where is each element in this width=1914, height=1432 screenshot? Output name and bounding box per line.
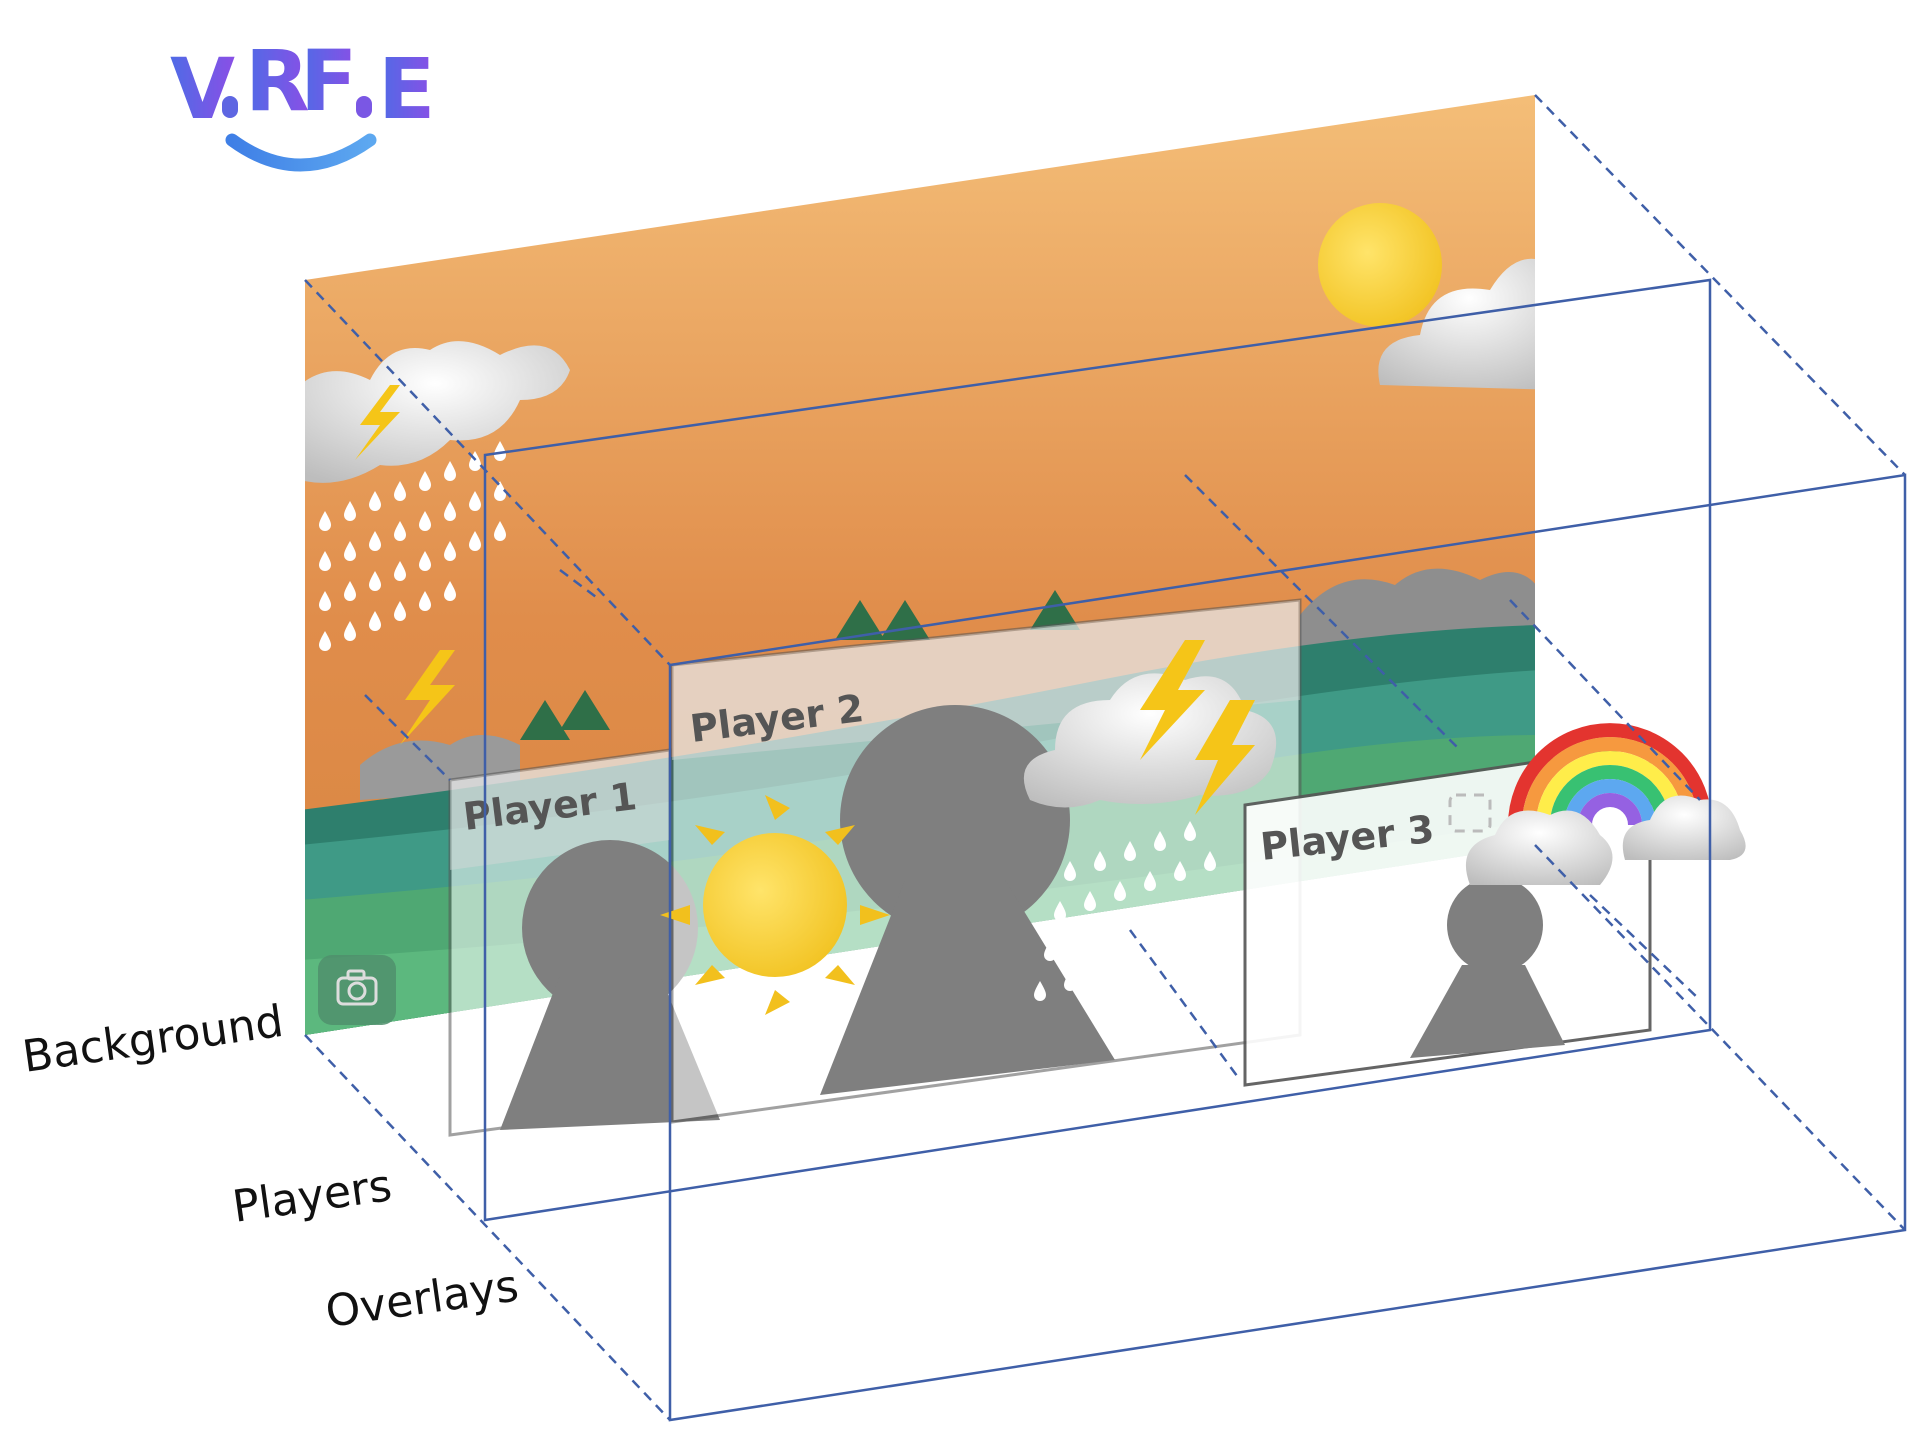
player-silhouette bbox=[1447, 877, 1543, 973]
background-label: Background bbox=[19, 996, 286, 1083]
overlays-layer bbox=[660, 640, 1746, 1015]
logo-i2 bbox=[356, 96, 372, 118]
logo-text: V bbox=[170, 40, 235, 138]
layer-wireframe bbox=[304, 94, 1907, 1422]
players-layer: Player 1 Player 2 Player 3 bbox=[448, 598, 1652, 1137]
lightning-icon bbox=[1140, 640, 1205, 760]
player-1-frame: Player 1 bbox=[448, 748, 720, 1137]
logo-r: R bbox=[245, 32, 310, 130]
player-silhouette-body bbox=[820, 880, 1115, 1095]
bg-storm-cloud-icon bbox=[305, 341, 570, 483]
players-label: Players bbox=[229, 1160, 394, 1233]
player-silhouette-body bbox=[1410, 965, 1565, 1058]
bg-lightning-icon-2 bbox=[400, 650, 455, 745]
storm-cloud-icon bbox=[1023, 640, 1277, 1001]
logo-i1 bbox=[222, 96, 238, 118]
bg-sun-icon bbox=[1318, 203, 1442, 327]
bg-lightning-icon bbox=[355, 385, 400, 460]
player-silhouette bbox=[522, 840, 698, 1016]
layer-labels: Background Players Overlays bbox=[19, 996, 521, 1338]
player-silhouette-body bbox=[500, 975, 720, 1130]
logo-f: F bbox=[300, 32, 357, 130]
lightning-icon bbox=[1195, 700, 1255, 815]
logo-e: E bbox=[378, 40, 435, 138]
camera-icon bbox=[336, 969, 378, 1006]
players-plane bbox=[483, 278, 1712, 1222]
camera-button[interactable] bbox=[318, 955, 396, 1025]
rainbow-icon bbox=[1465, 723, 1746, 885]
virfie-logo: V R F E bbox=[170, 32, 435, 172]
logo-smile bbox=[225, 133, 377, 172]
player-2-frame: Player 2 bbox=[670, 598, 1302, 1124]
player-silhouette bbox=[840, 705, 1070, 935]
sun-icon bbox=[660, 795, 890, 1015]
overlays-label: Overlays bbox=[322, 1260, 521, 1338]
bg-cloud-icon bbox=[1378, 258, 1535, 390]
